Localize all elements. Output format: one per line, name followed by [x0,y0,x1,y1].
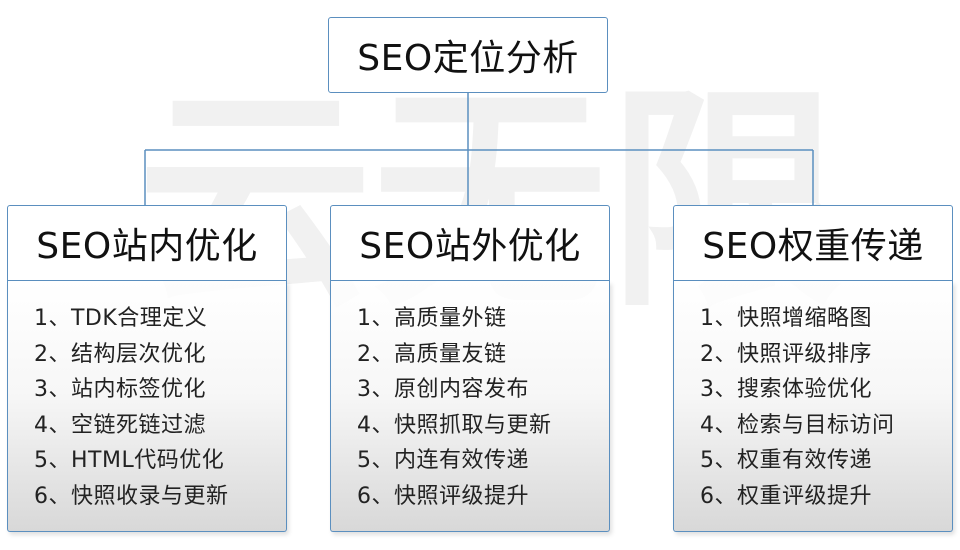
column-onsite-list: 1、TDK合理定义 2、结构层次优化 3、站内标签优化 4、空链死链过滤 5、H… [7,281,287,532]
list-item: 2、快照评级排序 [700,341,872,367]
list-item: 5、权重有效传递 [700,448,872,474]
list-item: 4、空链死链过滤 [34,412,206,438]
column-offsite-list: 1、高质量外链 2、高质量友链 3、原创内容发布 4、快照抓取与更新 5、内连有… [330,281,610,532]
column-weight-list: 1、快照增缩略图 2、快照评级排序 3、搜索体验优化 4、检索与目标访问 5、权… [673,281,953,532]
column-offsite: SEO站外优化 1、高质量外链 2、高质量友链 3、原创内容发布 4、快照抓取与… [330,205,610,532]
list-item: 6、权重评级提升 [700,483,872,509]
list-item: 5、HTML代码优化 [34,448,225,474]
list-item: 3、搜索体验优化 [700,377,872,403]
list-item: 2、高质量友链 [357,341,507,367]
column-onsite-header: SEO站内优化 [7,205,287,281]
list-item: 1、快照增缩略图 [700,306,872,331]
list-item: 1、TDK合理定义 [34,306,208,331]
column-offsite-title: SEO站外优化 [359,226,581,267]
column-offsite-header: SEO站外优化 [330,205,610,281]
list-item: 1、高质量外链 [357,306,507,331]
column-weight: SEO权重传递 1、快照增缩略图 2、快照评级排序 3、搜索体验优化 4、检索与… [673,205,953,532]
list-item: 4、快照抓取与更新 [357,412,552,438]
column-onsite-title: SEO站内优化 [36,226,258,267]
list-item: 3、原创内容发布 [357,377,529,403]
list-item: 6、快照收录与更新 [34,483,229,509]
list-item: 5、内连有效传递 [357,448,529,474]
column-onsite: SEO站内优化 1、TDK合理定义 2、结构层次优化 3、站内标签优化 4、空链… [7,205,287,532]
list-item: 3、站内标签优化 [34,377,206,403]
list-item: 4、检索与目标访问 [700,412,895,438]
column-weight-header: SEO权重传递 [673,205,953,281]
column-weight-title: SEO权重传递 [702,226,924,267]
list-item: 2、结构层次优化 [34,341,206,367]
root-node-label: SEO定位分析 [357,38,579,79]
root-node: SEO定位分析 [328,17,608,93]
list-item: 6、快照评级提升 [357,483,529,509]
